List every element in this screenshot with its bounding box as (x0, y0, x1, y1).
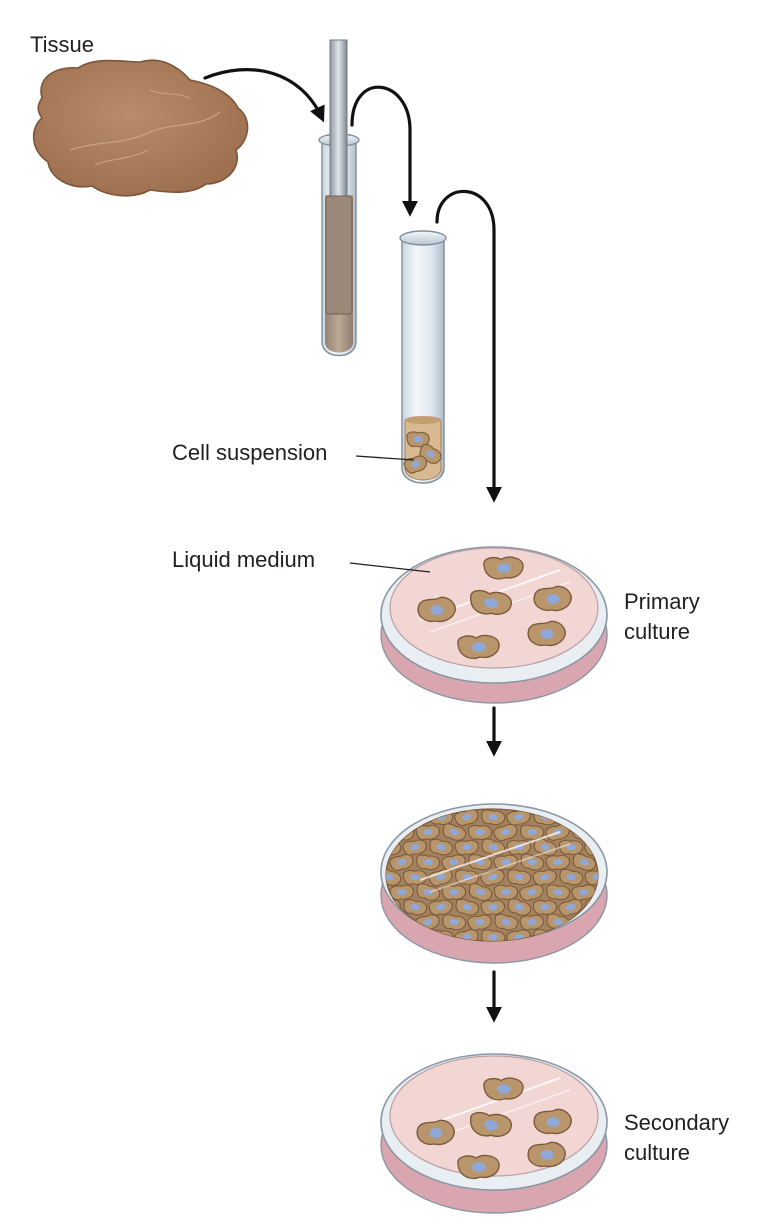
cell-suspension-label: Cell suspension (172, 440, 327, 465)
arrow-tissue-to-tube (203, 68, 325, 123)
confluent-cell (558, 839, 584, 856)
liquid-medium-label: Liquid medium (172, 547, 315, 572)
confluent-cell (386, 809, 390, 814)
confluent-cell (532, 899, 558, 916)
tissue-sample (32, 59, 249, 197)
confluent-cell (583, 809, 598, 828)
confluent-cell (493, 884, 519, 901)
tissue-label: Tissue (30, 32, 94, 57)
confluent-cell (389, 809, 415, 811)
confluent-cell (544, 809, 572, 813)
homogenizer-tube (318, 39, 360, 357)
primary-culture-dish (380, 546, 608, 704)
confluent-cell (414, 809, 442, 813)
cell-suspension-tube (399, 230, 447, 484)
secondary-culture-dish (380, 1053, 608, 1214)
primary-culture-label-line1: Primary (624, 589, 700, 614)
primary-culture-label-line2: culture (624, 619, 690, 644)
confluent-cell (402, 869, 428, 886)
confluent-culture-dish (380, 803, 608, 964)
confluent-cell (467, 824, 493, 841)
confluent-cell (506, 839, 532, 856)
confluent-cell (386, 911, 390, 934)
confluent-cell (386, 929, 402, 941)
liquid-medium-leader (349, 562, 431, 573)
confluent-cell (386, 823, 390, 842)
confluent-cell (386, 809, 402, 826)
secondary-culture-label-line2: culture (624, 1140, 690, 1165)
confluent-cell (571, 809, 597, 811)
arrow-tube-to-tube (350, 85, 418, 217)
secondary-culture-label-line1: Secondary (624, 1110, 729, 1135)
arrow-tube-to-primary (435, 189, 502, 503)
cell-suspension-leader (355, 455, 415, 461)
